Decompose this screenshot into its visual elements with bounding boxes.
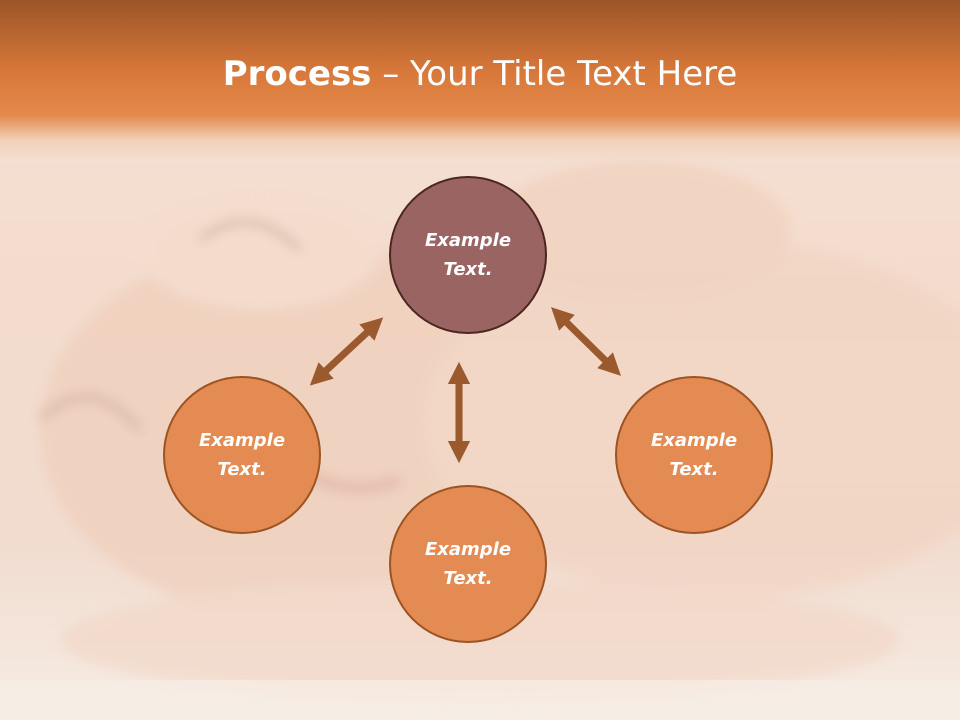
header-band: [0, 0, 960, 160]
node-label: Example Text.: [424, 230, 512, 280]
title-bold: Process: [222, 54, 372, 94]
slide-title: Process – Your Title Text Here: [0, 52, 960, 96]
node-label: Example Text.: [198, 430, 286, 480]
arrow-top-right: [551, 307, 621, 376]
process-node-top: Example Text.: [389, 176, 547, 334]
process-node-left: Example Text.: [163, 376, 321, 534]
arrow-top-left: [309, 317, 384, 386]
process-node-bottom: Example Text.: [389, 485, 547, 643]
process-node-right: Example Text.: [615, 376, 773, 534]
title-rest: – Your Title Text Here: [371, 54, 738, 94]
node-label: Example Text.: [650, 430, 738, 480]
node-label: Example Text.: [424, 539, 512, 589]
